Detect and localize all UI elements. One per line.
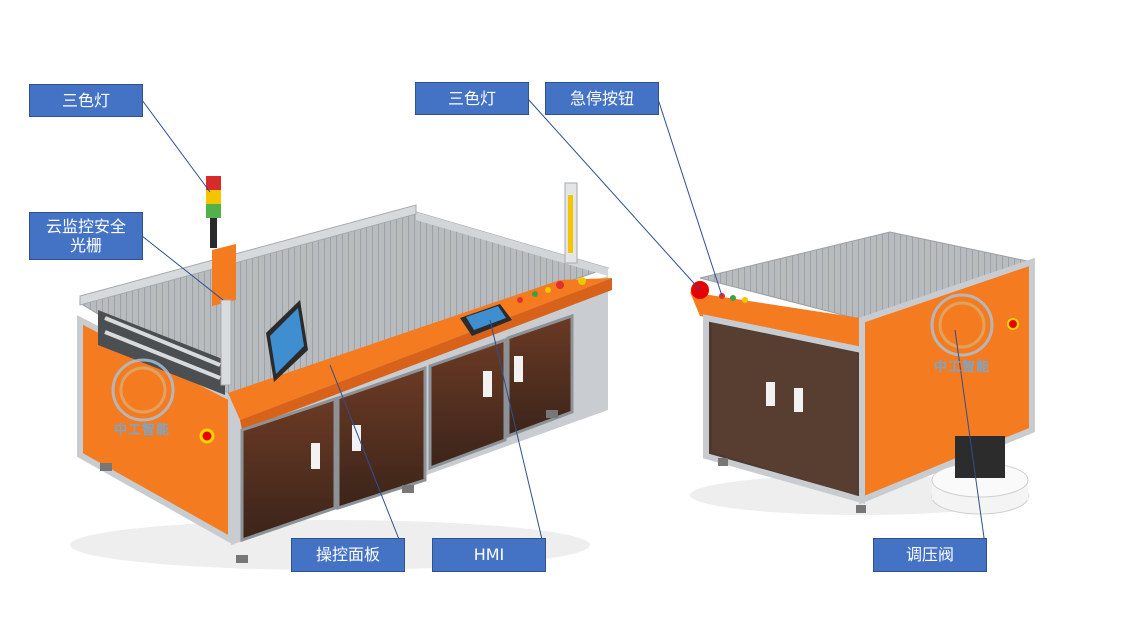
right-workstation <box>690 231 1035 515</box>
left-workstation <box>70 176 612 570</box>
callout-left-beacon: 三色灯 <box>29 84 143 117</box>
callout-hmi: HMI <box>432 538 546 572</box>
logo-left-icon <box>111 358 175 422</box>
leader-lines <box>141 98 987 553</box>
logo-right-text: 中工智能 <box>934 360 991 375</box>
callout-cloud-light-curtain: 云监控安全 光栅 <box>29 212 143 260</box>
callout-regulator-valve: 调压阀 <box>873 538 987 572</box>
callout-right-beacon: 三色灯 <box>415 82 529 115</box>
logo-right-icon <box>930 293 994 357</box>
callout-control-panel: 操控面板 <box>291 538 405 572</box>
logo-left-text: 中工智能 <box>114 423 171 438</box>
callout-emergency-stop: 急停按钮 <box>545 82 659 115</box>
